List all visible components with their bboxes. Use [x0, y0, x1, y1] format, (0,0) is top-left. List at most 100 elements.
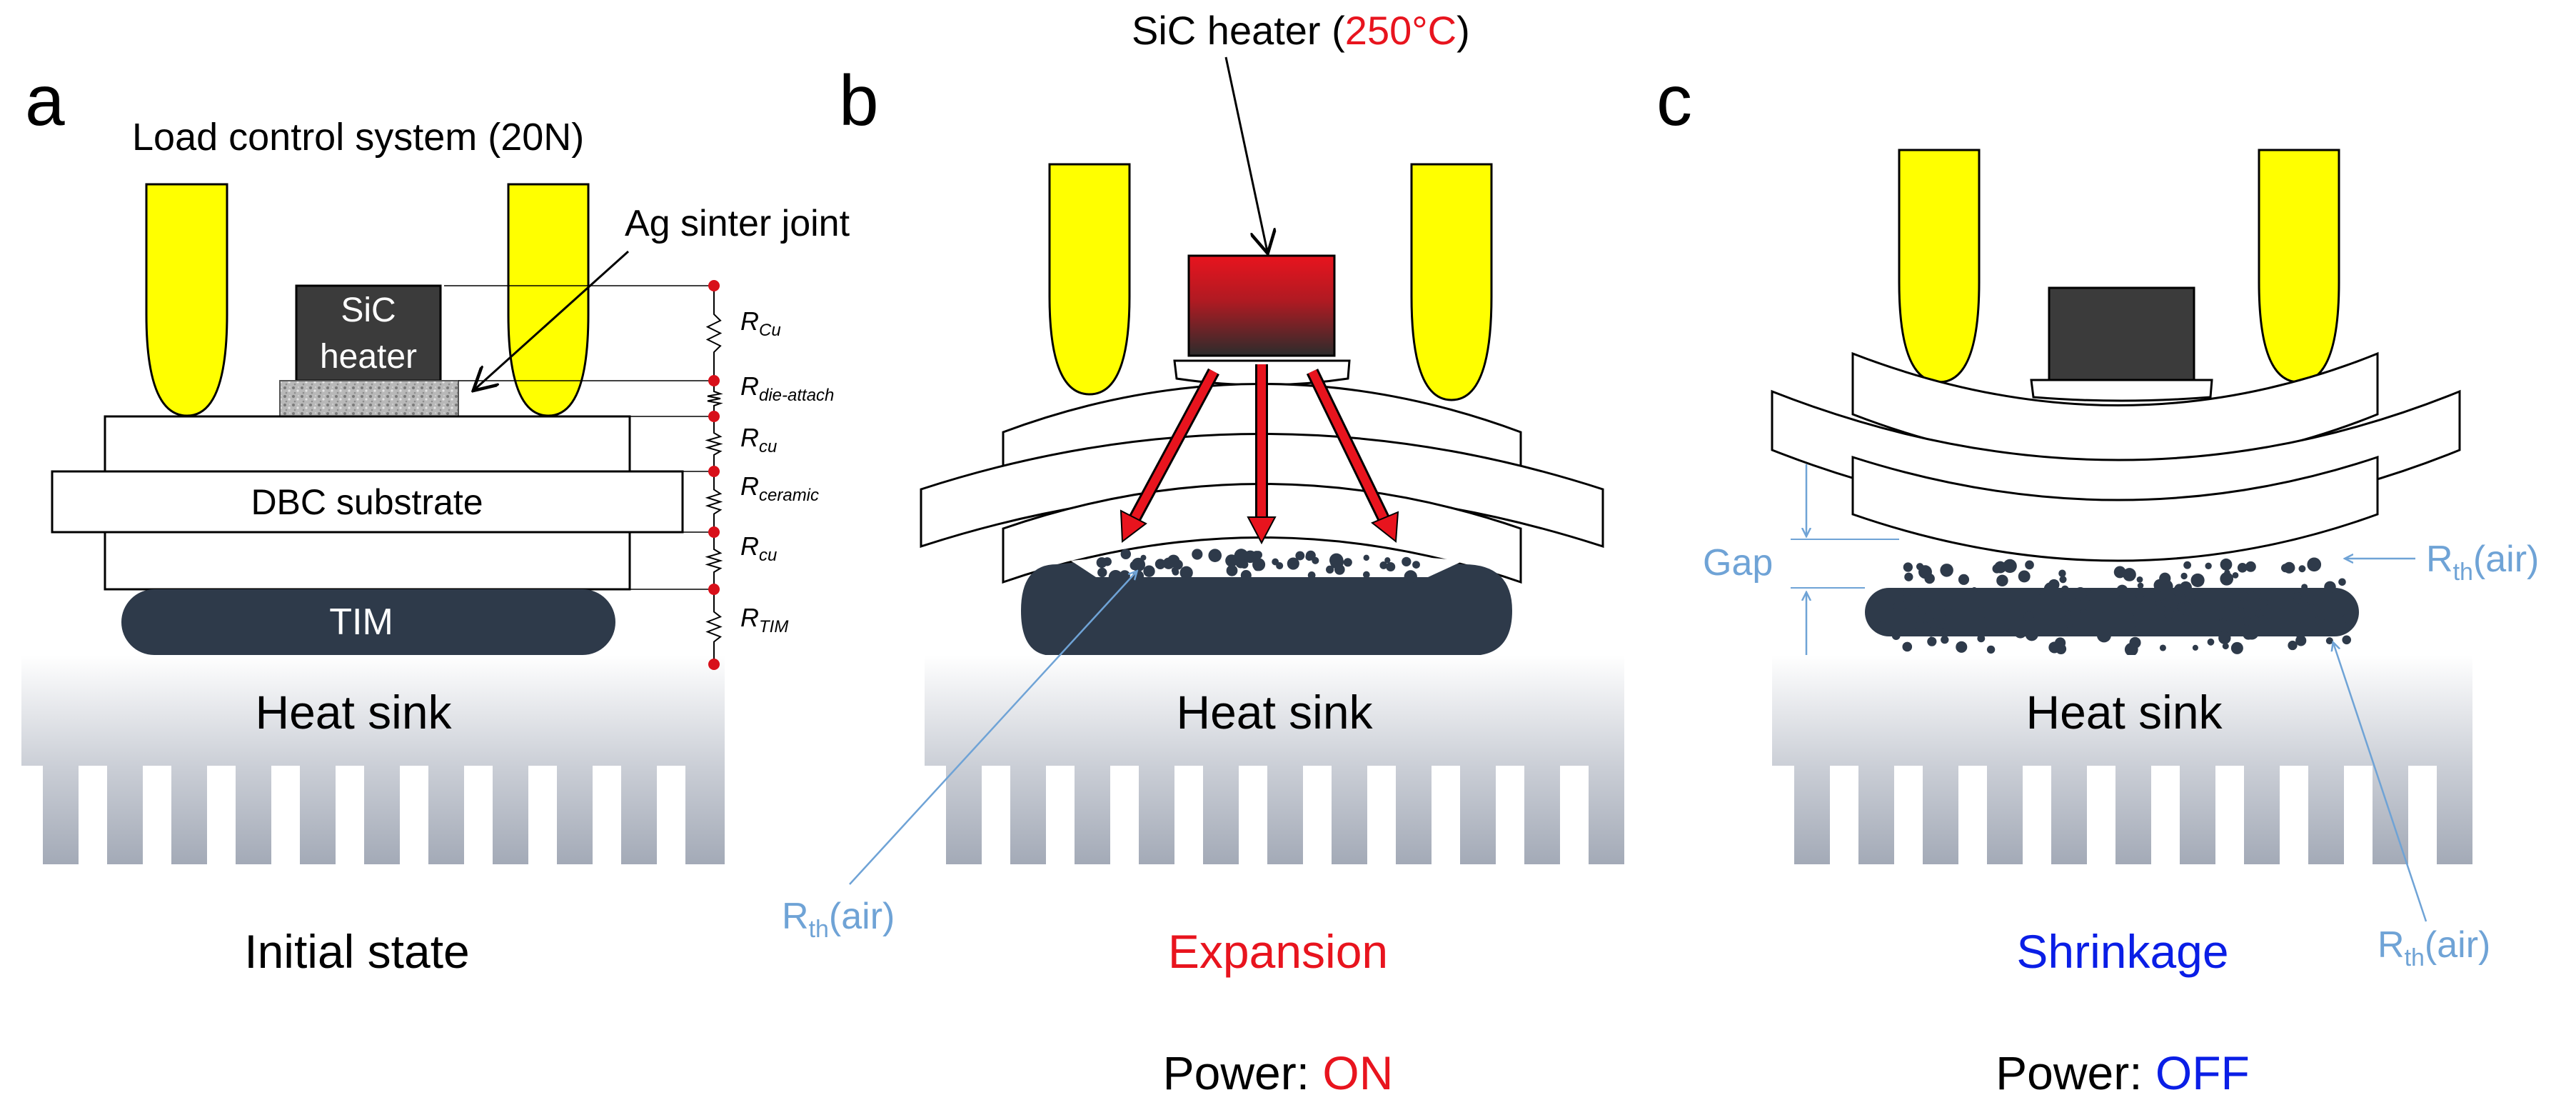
tim-particle — [2242, 616, 2252, 626]
tim-particle — [1343, 558, 1352, 567]
tim-particle — [1363, 554, 1369, 561]
tim-particle — [2220, 572, 2234, 586]
tim-particle — [2343, 613, 2353, 624]
tim-particle — [2215, 606, 2228, 621]
tim-particle — [2301, 584, 2308, 591]
gap-dimension — [1791, 464, 1899, 655]
resistor-node — [708, 584, 720, 595]
tim-particle — [2255, 609, 2263, 618]
tim-particle — [1914, 621, 1926, 632]
resistor-node — [708, 280, 720, 291]
tim-particle — [1140, 554, 1147, 561]
resistor-label: RTIM — [740, 603, 788, 636]
tim-particle — [1192, 549, 1203, 560]
power-label-c: Power: OFF — [1996, 1046, 2250, 1099]
tim-particle — [1132, 570, 1144, 582]
load-clip-right — [1410, 163, 1493, 401]
tim-particle — [2177, 602, 2186, 612]
tim-particle — [2073, 587, 2087, 601]
tim-particle — [1121, 572, 1129, 581]
tim-particle — [1143, 565, 1155, 577]
load-clip-left — [145, 183, 228, 417]
tim-particle — [2080, 609, 2088, 616]
heat-sink-b — [925, 655, 1624, 864]
tim-particle — [2307, 557, 2322, 572]
tim-particle — [1122, 551, 1130, 559]
panel-letter-c: c — [1656, 61, 1692, 141]
gap-label: Gap — [1703, 542, 1773, 584]
resistor-symbol — [705, 532, 723, 589]
tim-particle — [2252, 590, 2262, 599]
tim-particle — [2163, 597, 2174, 609]
tim-layer-c — [1865, 588, 2359, 636]
tim-particle — [2220, 558, 2233, 571]
rth-air-label-c-bottom: Rth(air) — [2378, 924, 2490, 971]
ag-sinter-joint-bent — [2030, 379, 2213, 402]
panel-a: a Load control system (20N) SiC heater D… — [21, 61, 850, 978]
heat-sink-label-a: Heat sink — [255, 686, 452, 739]
tim-particle — [2298, 565, 2306, 573]
tim-particle — [2245, 625, 2259, 640]
heat-sink-a — [21, 655, 725, 864]
tim-particle — [1904, 572, 1913, 581]
state-label-a: Initial state — [244, 925, 470, 978]
tim-particle — [1958, 574, 1970, 585]
tim-particle — [2295, 635, 2307, 646]
load-clip-left — [1048, 163, 1131, 396]
tim-particle — [2064, 610, 2072, 617]
tim-particle — [1941, 635, 1949, 644]
tim-particle — [2324, 581, 2336, 594]
tim-particle — [2155, 599, 2162, 606]
tim-particle — [1927, 629, 1935, 637]
tim-particle — [1893, 600, 1906, 613]
tim-particle — [2025, 628, 2038, 641]
tim-particle — [1384, 557, 1391, 564]
tim-particle — [2063, 597, 2071, 605]
tim-particle — [1956, 641, 1968, 653]
tim-layer-b — [1021, 554, 1512, 656]
load-clip-left — [1898, 149, 1981, 384]
tim-particle — [1891, 631, 1901, 640]
tim-particle — [1097, 567, 1107, 578]
resistor-node — [708, 375, 720, 386]
tim-particle — [1129, 561, 1139, 571]
tim-particle — [1412, 561, 1420, 569]
tim-particle — [2153, 579, 2167, 592]
tim-particle — [1252, 558, 1266, 571]
tim-particle — [1326, 565, 1334, 574]
tim-particle — [2314, 616, 2321, 624]
tim-particle — [1943, 568, 1951, 576]
tim-particle — [1108, 570, 1123, 584]
tim-particle — [1905, 606, 1913, 615]
rth-air-label-c-top: Rth(air) — [2426, 539, 2539, 586]
tim-particle — [1154, 559, 1166, 569]
resistor-node — [708, 466, 720, 477]
heater-title-b: SiC heater (250°C) — [1132, 8, 1470, 53]
sic-heater-hot — [1187, 254, 1336, 357]
resistor-label: RCu — [740, 306, 781, 340]
resistor-symbol — [705, 589, 723, 664]
tim-particle — [1208, 549, 1222, 562]
tim-particle — [2288, 642, 2295, 649]
tim-particle — [2059, 576, 2067, 584]
resistor-label: Rcu — [740, 531, 777, 565]
state-label-c: Shrinkage — [2016, 925, 2228, 978]
tim-particle — [2018, 570, 2031, 583]
resistor-label: Rcu — [740, 423, 777, 456]
tim-particle — [1877, 621, 1888, 632]
tim-particle — [2137, 582, 2144, 589]
tim-particle — [2028, 589, 2040, 601]
tim-particle — [2293, 623, 2307, 638]
tim-particle — [2058, 569, 2066, 577]
tim-particle — [1252, 551, 1261, 560]
tim-particle — [2260, 599, 2268, 606]
tim-particle — [2192, 644, 2198, 651]
tim-particle — [1976, 606, 1988, 619]
rth-air-pointer-b — [849, 571, 1137, 885]
resistor-node — [708, 526, 720, 538]
tim-particle — [1971, 587, 1978, 594]
tim-particle — [1903, 588, 1911, 597]
ag-sinter-joint — [279, 380, 459, 417]
tim-particle — [2023, 611, 2034, 622]
tim-particle — [2096, 628, 2111, 643]
